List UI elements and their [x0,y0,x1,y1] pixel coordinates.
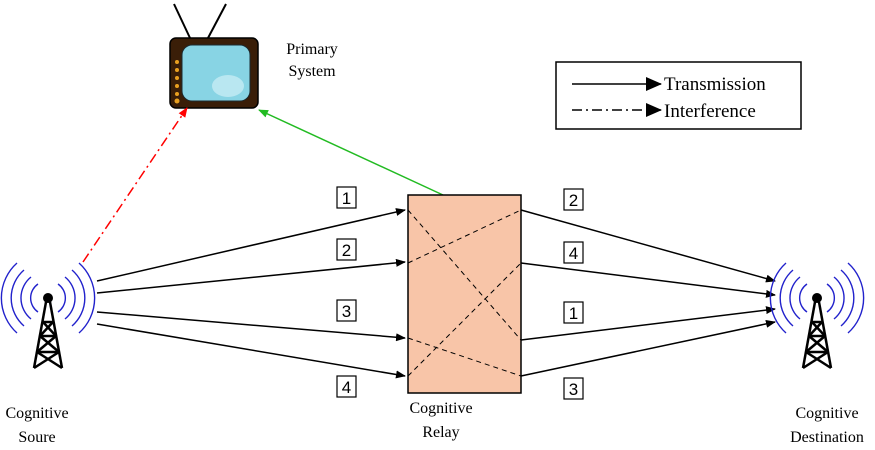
interference-arrow-source-to-primary [82,107,188,263]
incoming-label-4: 4 [336,375,357,398]
source-label-line1: Cognitive [5,405,68,422]
source-to-relay-arrow-1 [96,208,406,282]
destination-label-line1: Cognitive [795,405,858,422]
outgoing-label-3: 3 [563,377,584,400]
legend-box [555,61,802,130]
svg-text:3: 3 [342,302,351,321]
legend-interference-label: Interference [664,101,756,122]
outgoing-label-2: 2 [563,188,584,211]
relay-to-destination-arrow-4 [520,319,776,377]
relay-to-destination-arrow-2 [520,262,776,298]
relay-to-destination-arrow-1 [520,209,776,283]
incoming-label-3: 3 [336,299,357,322]
relay-label-line2: Relay [422,424,459,441]
legend: Transmission Interference [555,61,802,130]
svg-text:1: 1 [569,304,578,323]
legend-transmission-label: Transmission [664,74,766,95]
svg-text:4: 4 [342,378,351,397]
incoming-label-2: 2 [336,238,357,261]
primary-label-line1: Primary [286,41,338,58]
antenna-tower-icon [769,262,865,370]
relay-to-primary-arrow [258,109,444,196]
destination-label-line2: Destination [790,429,864,446]
cognitive-relay-box [407,194,522,394]
source-label-line2: Soure [18,429,55,446]
outgoing-label-1: 1 [563,301,584,324]
source-to-relay-arrow-4 [96,323,406,379]
source-to-relay-arrow-2 [96,258,406,294]
relay-label-line1: Cognitive [409,400,472,417]
incoming-label-1: 1 [336,186,357,209]
relay-to-destination-arrow-3 [520,306,776,341]
antenna-tower-icon [0,262,96,370]
svg-text:2: 2 [569,191,578,210]
source-to-relay-arrow-3 [96,311,406,342]
svg-text:4: 4 [569,244,578,263]
svg-text:1: 1 [342,189,351,208]
primary-label-line2: System [288,63,336,80]
tv-icon [169,3,259,109]
outgoing-label-4: 4 [563,241,584,264]
svg-text:3: 3 [569,380,578,399]
svg-text:2: 2 [342,241,351,260]
relay-internal-mapping [407,209,522,377]
